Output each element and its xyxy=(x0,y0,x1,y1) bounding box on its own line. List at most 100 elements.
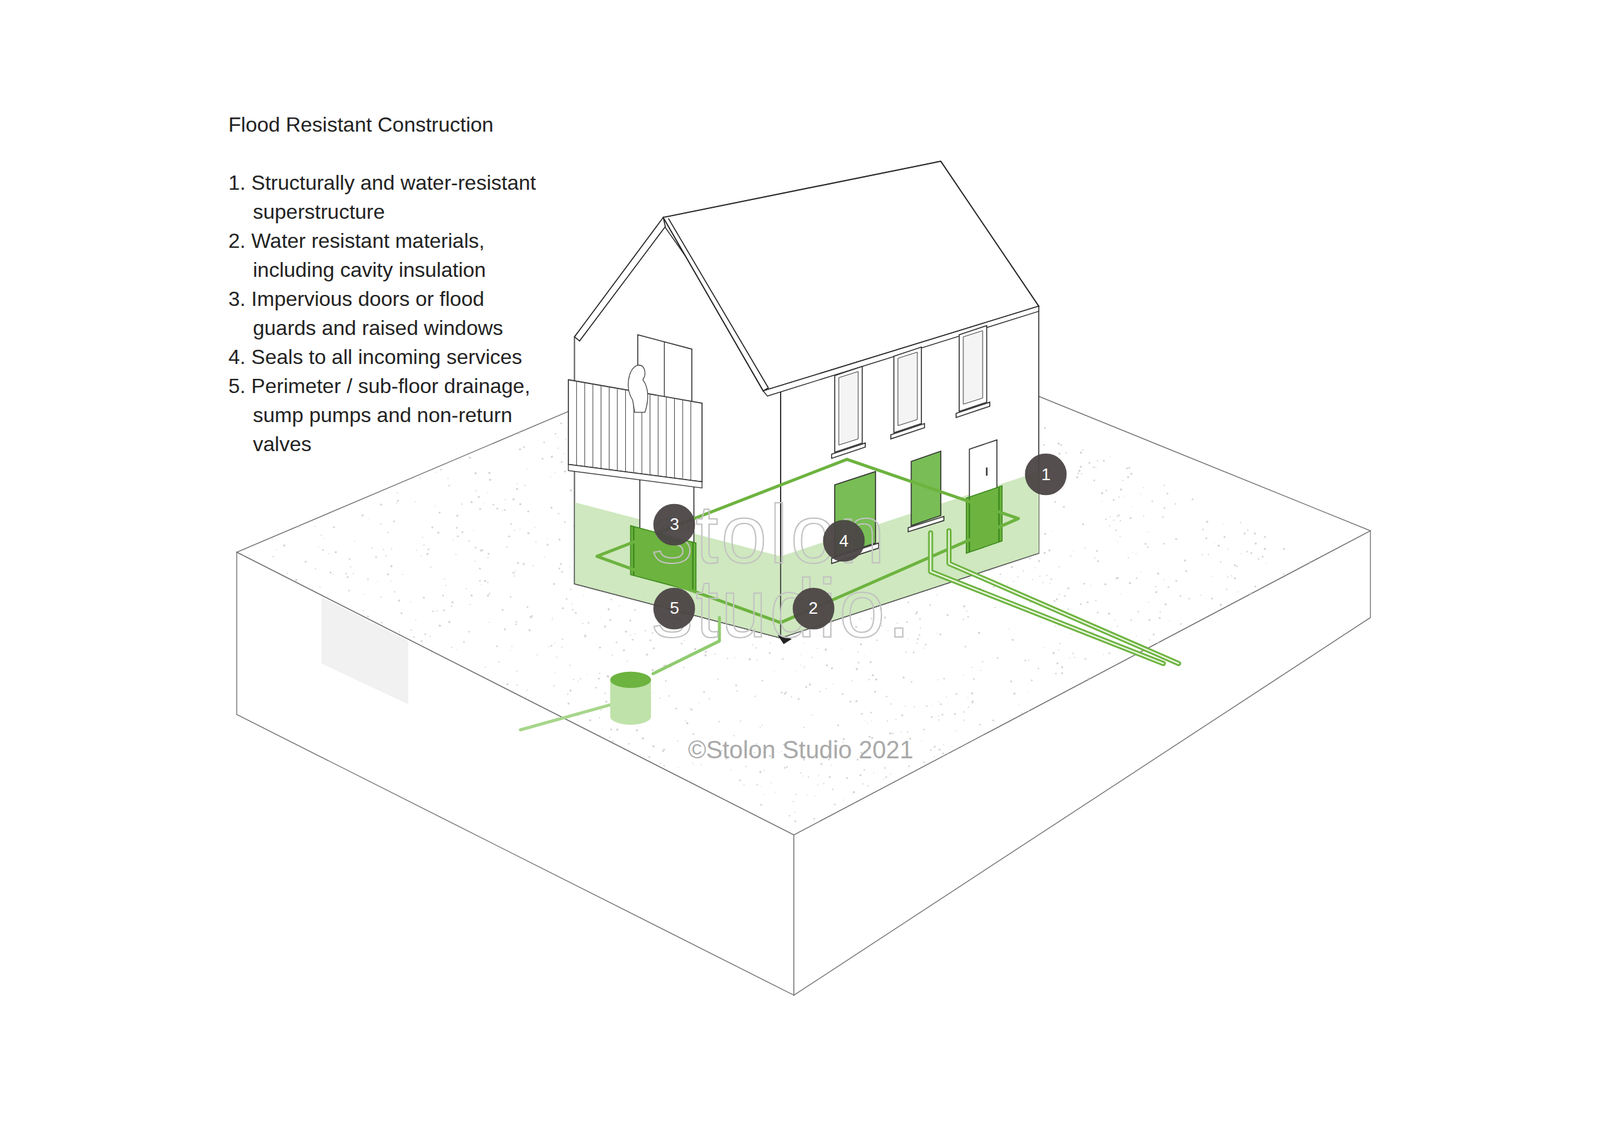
balcony xyxy=(568,365,702,488)
ground-speckle xyxy=(855,667,858,670)
ground-speckle xyxy=(756,658,758,660)
ground-speckle xyxy=(440,468,442,471)
ground-speckle xyxy=(1061,672,1064,675)
flood-guards-part xyxy=(966,485,1002,553)
ground-speckle xyxy=(392,520,395,523)
ground-speckle xyxy=(1151,500,1153,502)
ground-speckle xyxy=(786,765,789,768)
ground-speckle xyxy=(990,741,992,744)
ground-speckle xyxy=(1061,665,1064,668)
ground-speckle xyxy=(1174,503,1177,505)
ground-speckle xyxy=(938,760,940,762)
ground-speckle xyxy=(938,701,939,702)
ground-speckle xyxy=(523,446,526,449)
ground-speckle xyxy=(1069,657,1071,659)
ground-speckle xyxy=(1057,442,1060,445)
ground-speckle xyxy=(641,736,644,739)
ground-speckle xyxy=(1022,569,1024,571)
ground-speckle xyxy=(1198,650,1200,653)
ground-speckle xyxy=(1254,532,1257,535)
ground-speckle xyxy=(1247,595,1249,597)
ground-speckle xyxy=(978,723,981,726)
ground-speckle xyxy=(1072,652,1074,654)
ground-block-part xyxy=(321,596,408,704)
ground-speckle xyxy=(930,704,932,706)
ground-speckle xyxy=(506,546,508,548)
ground-speckle xyxy=(1210,597,1213,600)
ground-speckle xyxy=(1130,505,1132,507)
ground-speckle xyxy=(730,769,731,771)
ground-speckle xyxy=(1048,549,1051,551)
ground-speckle xyxy=(515,623,517,625)
ground-speckle xyxy=(1087,601,1090,604)
ground-speckle xyxy=(1030,714,1033,717)
ground-speckle xyxy=(980,669,982,671)
ground-speckle xyxy=(469,456,471,459)
ground-speckle xyxy=(304,560,307,563)
ground-speckle xyxy=(272,538,274,540)
ground-speckle xyxy=(813,817,816,820)
ground-speckle xyxy=(451,601,454,604)
ground-speckle xyxy=(962,674,964,675)
ground-speckle xyxy=(506,682,509,685)
ground-speckle xyxy=(569,689,572,691)
ground-speckle xyxy=(1220,560,1222,562)
list-item: 5. Perimeter / sub-floor drainage, sump … xyxy=(228,371,541,459)
ground-speckle xyxy=(390,548,393,550)
callout-body: 1 xyxy=(1024,452,1068,496)
ground-speckle xyxy=(790,696,793,698)
ground-speckle xyxy=(543,556,546,558)
ground-speckle xyxy=(1229,617,1231,619)
ground-speckle xyxy=(1136,634,1138,637)
ground-speckle xyxy=(1067,587,1070,590)
ground-speckle xyxy=(794,811,796,813)
ground-speckle xyxy=(1039,575,1041,577)
ground-speckle xyxy=(512,498,515,500)
ground-speckle xyxy=(938,748,940,751)
ground-speckle xyxy=(598,646,601,649)
ground-speckle xyxy=(803,775,804,777)
ground-speckle xyxy=(1110,456,1111,457)
ground-speckle xyxy=(818,774,820,777)
ground-speckle xyxy=(1247,529,1249,531)
ground-speckle xyxy=(1095,600,1097,602)
ground-speckle xyxy=(468,630,471,633)
ground-speckle xyxy=(970,692,973,695)
ground-speckle xyxy=(1076,476,1079,479)
ground-speckle xyxy=(964,645,967,648)
ground-speckle xyxy=(516,487,519,490)
ground-speckle xyxy=(374,556,377,559)
ground-speckle xyxy=(913,705,915,708)
windows-part xyxy=(985,467,988,476)
ground-speckle xyxy=(286,572,288,574)
ground-speckle xyxy=(805,685,808,688)
ground-speckle xyxy=(1269,622,1271,624)
ground-speckle xyxy=(692,732,695,735)
ground-speckle xyxy=(819,690,821,693)
ground-speckle xyxy=(1237,590,1239,592)
ground-speckle xyxy=(832,682,834,684)
ground-speckle xyxy=(1060,443,1062,446)
ground-speckle xyxy=(1147,546,1150,549)
ground-speckle xyxy=(1080,451,1082,454)
ground-speckle xyxy=(554,672,555,673)
ground-speckle xyxy=(1256,634,1259,637)
ground-speckle xyxy=(760,803,762,806)
ground-speckle xyxy=(589,718,591,721)
ground-speckle xyxy=(1040,727,1041,729)
ground-speckle xyxy=(519,503,522,506)
ground-speckle xyxy=(488,471,491,474)
ground-speckle xyxy=(487,594,490,597)
ground-speckle xyxy=(376,581,378,582)
ground-speckle xyxy=(1257,558,1260,560)
ground-speckle xyxy=(518,432,520,435)
windows-part xyxy=(898,352,918,426)
ground-speckle xyxy=(1333,583,1336,586)
ground-speckle xyxy=(558,567,561,570)
ground-speckle xyxy=(604,737,606,739)
ground-speckle xyxy=(675,707,678,710)
ground-speckle xyxy=(498,661,500,663)
ground-speckle xyxy=(448,484,450,486)
ground-speckle xyxy=(636,729,639,731)
ground-speckle xyxy=(480,549,482,551)
